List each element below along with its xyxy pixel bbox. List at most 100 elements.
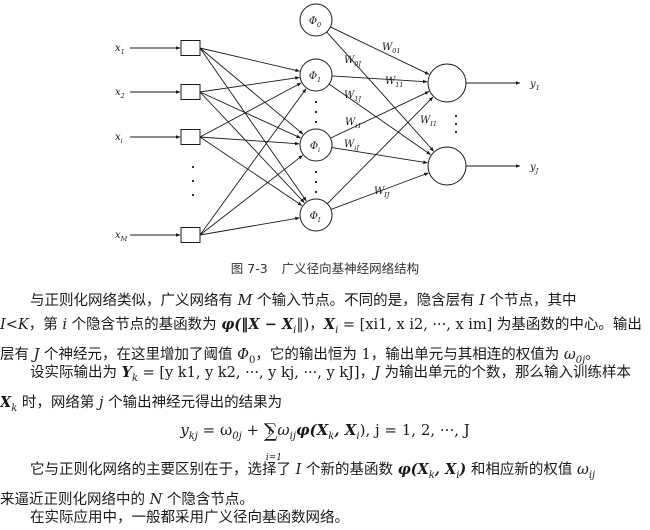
weight-label: W01 (382, 42, 401, 55)
hidden-node (299, 198, 333, 232)
phi-function: φ(X (397, 461, 429, 478)
center-vector: i1, x i2, ···, x im (373, 317, 487, 333)
input-hidden-edge (199, 136, 303, 206)
ellipsis-dot (454, 122, 458, 126)
text-span: 与正则化网络类似，广义网络有 (30, 293, 238, 309)
paragraph-1-line-2: I<K，第 i 个隐含节点的基函数为 φ(‖X − Xi‖)，Xi = [xi1… (0, 313, 650, 343)
eq-func: , X (334, 421, 357, 439)
eq-text: ), j = 1, 2, ···, J (359, 421, 470, 439)
text-span: 个隐含节点的基函数为 (66, 317, 222, 333)
ellipsis-dot (191, 193, 195, 197)
input-hidden-edge (199, 91, 305, 203)
hidden-label: ΦI (310, 211, 321, 224)
figure-caption: 图 7-3 广义径向基神经网络结构 (0, 258, 650, 277)
hidden-label: Φ0 (309, 16, 321, 29)
output-node (427, 63, 467, 103)
weight-label: Wi1 (345, 117, 362, 130)
subscript: ij (588, 469, 596, 481)
ellipsis-dot (314, 170, 318, 174)
paragraph-2: 设实际输出为 Yk = [y k1, y k2, ···, y kj, ···,… (0, 361, 650, 421)
symbol-i: I (479, 293, 485, 309)
input-hidden-edge (199, 155, 303, 236)
paragraph-4-line-1: 在实际应用中，一般都采用广义径向基函数网络。 (30, 510, 349, 526)
subscript: i (335, 324, 339, 336)
ellipsis-dot (314, 110, 318, 114)
ellipsis-dot (314, 120, 318, 124)
input-hidden-edge (199, 47, 304, 135)
symbol-omega: ω (277, 421, 290, 439)
paragraph-1-line-3: 层有 J 个神经元，在这里增加了阈值 Φ0，它的输出恒为 1，输出单元与其相连的… (0, 343, 650, 373)
symbol-phi: Φ (237, 346, 250, 363)
symbol-n: N (149, 491, 163, 508)
text-span: ‖) (296, 317, 310, 333)
text-span: 个隐含节点。 (162, 491, 254, 508)
text-span: 层有 (0, 346, 34, 363)
symbol-m: M (237, 293, 253, 309)
symbol-i-less-k: I<K (0, 317, 29, 333)
ellipsis-dot (454, 130, 458, 134)
symbol-i: I (295, 462, 302, 478)
paragraph-2-line-1: 设实际输出为 Yk = [y k1, y k2, ···, y kj, ···,… (0, 361, 650, 391)
input-label: x1 (115, 43, 125, 56)
subscript: i (356, 431, 360, 442)
text-span: 时，网络第 (17, 394, 100, 411)
hidden-node (299, 128, 333, 162)
text-span: 。 (585, 346, 600, 363)
phi-function: φ(‖X − X (221, 316, 294, 333)
subscript: 0j (232, 431, 242, 442)
hidden-output-edge (326, 31, 434, 152)
hidden-output-edge (326, 96, 434, 204)
rbf-network-figure: x1x2xixMΦ0Φ1ΦiΦIy1yJW01W0JW11W1JWi1WiJWI… (115, 3, 540, 243)
hidden-node (299, 3, 333, 37)
text-span: ， (309, 317, 324, 333)
subscript: 0 (249, 354, 256, 366)
symbol-omega: ω (577, 462, 589, 478)
text-span: 个神经元，在这里增加了阈值 (39, 346, 238, 363)
hidden-label: Φ1 (309, 71, 321, 84)
text-span: ] (486, 317, 493, 333)
input-node (180, 84, 201, 100)
text-span: ， (359, 365, 375, 381)
subscript: k (11, 402, 18, 414)
ellipsis-dot (191, 165, 195, 169)
text-span: 个新的基函数 (301, 462, 398, 478)
input-hidden-edge (199, 91, 301, 139)
weight-label: WIJ (374, 186, 390, 199)
caption-title: 广义径向基神经网络结构 (281, 261, 420, 276)
ellipsis-dot (314, 100, 318, 104)
paragraph-1-line-1: 与正则化网络类似，广义网络有 M 个输入节点。不同的是，隐含层有 I 个节点，其… (0, 289, 650, 313)
input-hidden-edge (199, 136, 300, 146)
input-node (180, 40, 201, 56)
hidden-output-edge (330, 91, 430, 139)
input-label: x2 (115, 87, 125, 100)
text-span: 个输出神经元得出的结果为 (103, 394, 283, 411)
text-span: 个节点，其中 (484, 293, 577, 309)
weight-label: W0J (344, 55, 361, 68)
output-node (427, 146, 467, 186)
input-hidden-edge (199, 88, 307, 236)
ellipsis-dot (454, 114, 458, 118)
subscript: k (131, 372, 139, 384)
symbol-y: Y (121, 364, 132, 381)
subscript: ij (289, 431, 296, 442)
symbol-x: X (323, 316, 336, 333)
symbol-j: J (33, 346, 40, 363)
subscript: k (428, 469, 435, 481)
eq-lhs: y (180, 421, 189, 439)
ellipsis-dot (314, 180, 318, 184)
eq-text: = ω (197, 421, 233, 439)
text-span: 为基函数的中心。输出 (492, 317, 642, 333)
text-span: ，它的输出恒为 1，输出单元与其相连的权值为 (255, 346, 564, 363)
hidden-node (299, 58, 333, 92)
hidden-output-edge (330, 26, 430, 75)
hidden-label: Φi (310, 141, 320, 154)
input-label: xM (115, 230, 128, 243)
symbol-x: X (0, 393, 12, 411)
text-span: 它与正则化网络的主要区别在于，选择了 (30, 462, 296, 478)
subscript: k (328, 431, 335, 442)
hidden-output-edge (331, 75, 428, 84)
subscript: i (456, 469, 460, 481)
input-node (180, 227, 201, 243)
